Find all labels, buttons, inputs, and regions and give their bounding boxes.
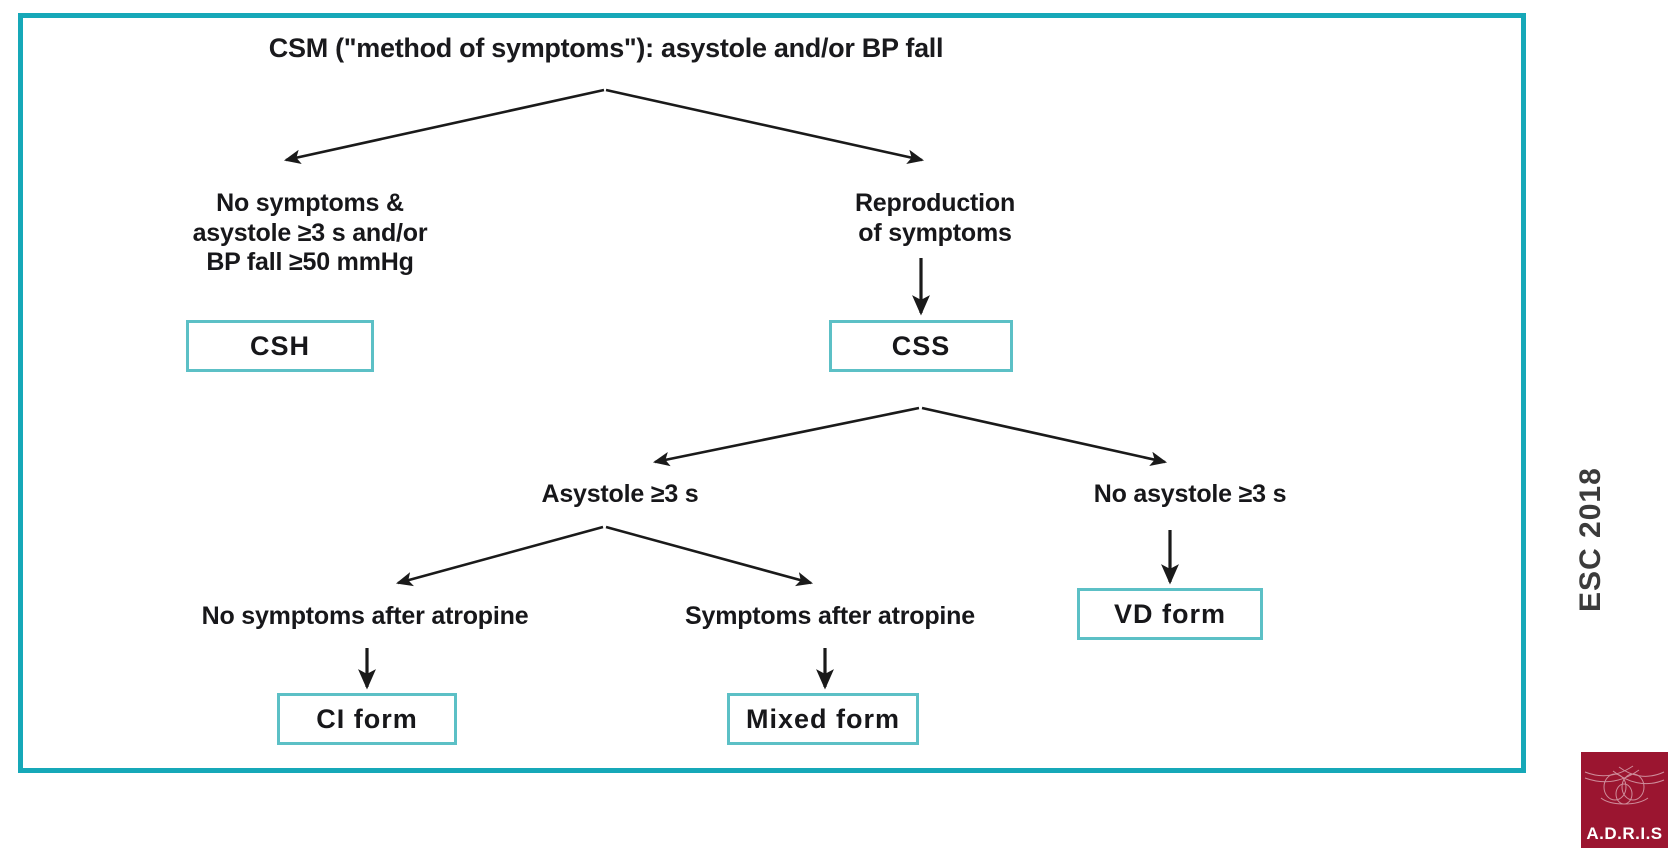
condition-no-asystole-label: No asystole ≥3 s (1093, 480, 1287, 508)
diagram-frame (18, 13, 1526, 773)
condition-reproduction-label: Reproduction of symptoms (854, 189, 1016, 247)
adris-logo-text: A.D.R.I.S (1586, 824, 1663, 843)
adris-logo-mark (1584, 765, 1665, 805)
esc-watermark-label: ESC 2018 (1574, 467, 1607, 612)
outcome-box-csh: CSH (186, 320, 374, 372)
outcome-box-ci-form: CI form (277, 693, 457, 745)
adris-logo: A.D.R.I.S (1581, 752, 1668, 848)
condition-no-symptoms-atropine-label: No symptoms after atropine (201, 602, 529, 630)
condition-asystole-label: Asystole ≥3 s (541, 480, 699, 508)
outcome-box-vd-form: VD form (1077, 588, 1263, 640)
condition-symptoms-atropine-label: Symptoms after atropine (685, 602, 975, 630)
outcome-box-mixed-form: Mixed form (727, 693, 919, 745)
outcome-box-css: CSS (829, 320, 1013, 372)
root-node-label: CSM ("method of symptoms"): asystole and… (268, 33, 944, 63)
condition-no-symptoms-label: No symptoms & asystole ≥3 s and/or BP fa… (192, 189, 428, 276)
